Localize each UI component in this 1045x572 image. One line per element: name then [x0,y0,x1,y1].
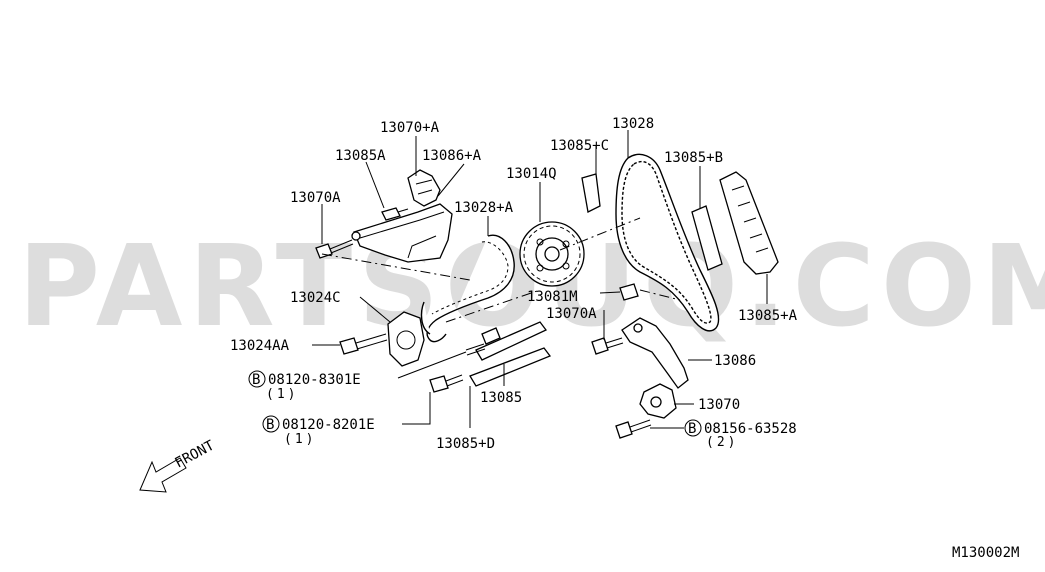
bolt-08120-8201e [429,374,464,393]
diagram-code: M130002M [952,545,1019,561]
label-13028: 13028 [612,116,654,132]
label-13085-plus-a: 13085+A [738,308,798,324]
label-08120-8201e: 08120-8201E [282,417,375,433]
guide-13085b [691,205,723,271]
tensioner-13070 [639,383,677,419]
sensor-13081m [599,283,639,301]
bolt-08156-63528 [615,419,652,439]
guide-13085c [581,173,601,213]
upper-tensioner-arm-13086a [351,203,453,263]
label-13024aa: 13024AA [230,338,290,354]
label-08156-63528: 08156-63528 [704,421,797,437]
qty-08156-63528: (2) [706,435,738,450]
bolt-13024aa [339,333,388,355]
label-13086: 13086 [714,353,756,369]
label-13085-plus-d: 13085+D [436,436,495,452]
front-label: FRONT [172,437,217,471]
centerline-3 [559,217,641,251]
guide-13085 [475,321,547,361]
bolt-13070a-lower [591,337,624,355]
centerline-2 [445,289,541,323]
label-13085a: 13085A [335,148,386,164]
bolt-13070a-upper [315,239,354,259]
centerline-1 [321,253,471,281]
guide-13085d [469,347,552,387]
label-13070a-upper: 13070A [290,190,341,206]
bolt-08120-8301e [465,343,486,356]
bolt-marker-b: B [266,417,274,433]
guide-13085a [719,171,779,275]
label-08120-8301e: 08120-8301E [268,372,361,388]
bolt-marker-b: B [688,421,696,437]
front-arrow: FRONT [139,437,218,493]
bolt-marker-08120-8201e: B [262,415,280,433]
label-13081m: 13081M [527,289,578,305]
small-tensioner-13070a [407,169,441,207]
bolt-marker-b: B [252,372,260,388]
sprocket-13014q [519,221,585,287]
qty-08120-8201e: (1) [284,432,316,447]
label-13024c: 13024C [290,290,341,306]
label-13070: 13070 [698,397,740,413]
label-13070a-lower: 13070A [546,306,597,322]
label-13085-plus-b: 13085+B [664,150,723,166]
label-13086-plus-a: 13086+A [422,148,482,164]
label-13085-plus-c: 13085+C [550,138,609,154]
centerline-4 [639,289,681,301]
tensioner-arm-13086 [621,317,689,389]
bolt-marker-08120-8301e: B [248,370,266,388]
bolt-13085a [381,207,409,221]
label-13028-plus-a: 13028+A [454,200,514,216]
bolt-marker-08156-63528: B [684,419,702,437]
label-13014q: 13014Q [506,166,557,182]
qty-08120-8301e: (1) [266,387,298,402]
label-13070-plus-a: 13070+A [380,120,440,136]
leader-lines [312,130,768,429]
main-chain-13028 [615,153,720,332]
left-chain-13028a [420,234,515,343]
plate-13024c [387,311,425,367]
label-13085: 13085 [480,390,522,406]
